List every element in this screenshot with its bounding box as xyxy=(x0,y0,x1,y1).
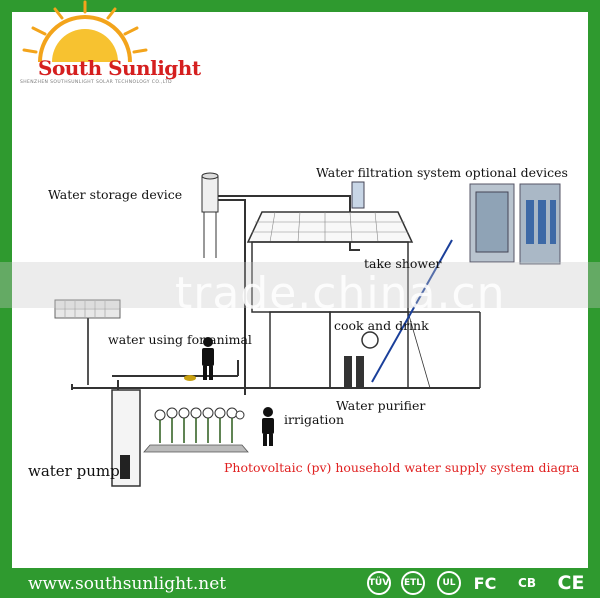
ce-badge-icon: CE xyxy=(557,572,585,594)
watermark-band xyxy=(0,262,600,308)
solar-panel-icon xyxy=(54,299,121,385)
label-water-storage: Water storage device xyxy=(48,187,183,202)
tuv-badge-icon: TÜV xyxy=(367,571,391,595)
water-purifier-icon xyxy=(344,239,453,388)
crop-field-icon xyxy=(143,407,249,453)
brand-subtitle: SHENZHEN SOUTHSUNLIGHT SOLAR TECHNOLOGY … xyxy=(20,80,173,85)
watermark: trade.china.cn xyxy=(175,268,506,319)
water-tank-icon xyxy=(201,172,219,258)
well-pump-icon xyxy=(111,389,141,487)
label-filtration: Water filtration system optional devices xyxy=(316,165,568,180)
house-icon xyxy=(246,211,481,389)
label-pump: water pump xyxy=(28,462,120,480)
person-irrigation-icon xyxy=(262,407,274,446)
roof-solar-panel-icon xyxy=(351,181,365,209)
person-animal-icon xyxy=(184,337,214,381)
filtration-cabinet-icon xyxy=(469,183,561,265)
label-purifier: Water purifier xyxy=(336,398,426,413)
ul-badge-icon: UL xyxy=(437,571,461,595)
brand-name: South Sunlight xyxy=(38,56,201,80)
etl-badge-icon: ETL xyxy=(401,571,425,595)
diagram-panel xyxy=(12,12,588,568)
sun-logo-icon xyxy=(22,0,148,63)
cb-badge-icon: CB xyxy=(518,576,536,590)
label-cook: cook and drink xyxy=(334,318,429,333)
label-irrigation: irrigation xyxy=(284,412,344,427)
label-animal: water using for animal xyxy=(108,332,252,347)
fcc-badge-icon: FC xyxy=(473,573,497,593)
label-shower: take shower xyxy=(364,256,442,271)
diagram-caption: Photovoltaic (pv) household water supply… xyxy=(224,460,580,475)
website-link[interactable]: www.southsunlight.net xyxy=(28,574,227,594)
